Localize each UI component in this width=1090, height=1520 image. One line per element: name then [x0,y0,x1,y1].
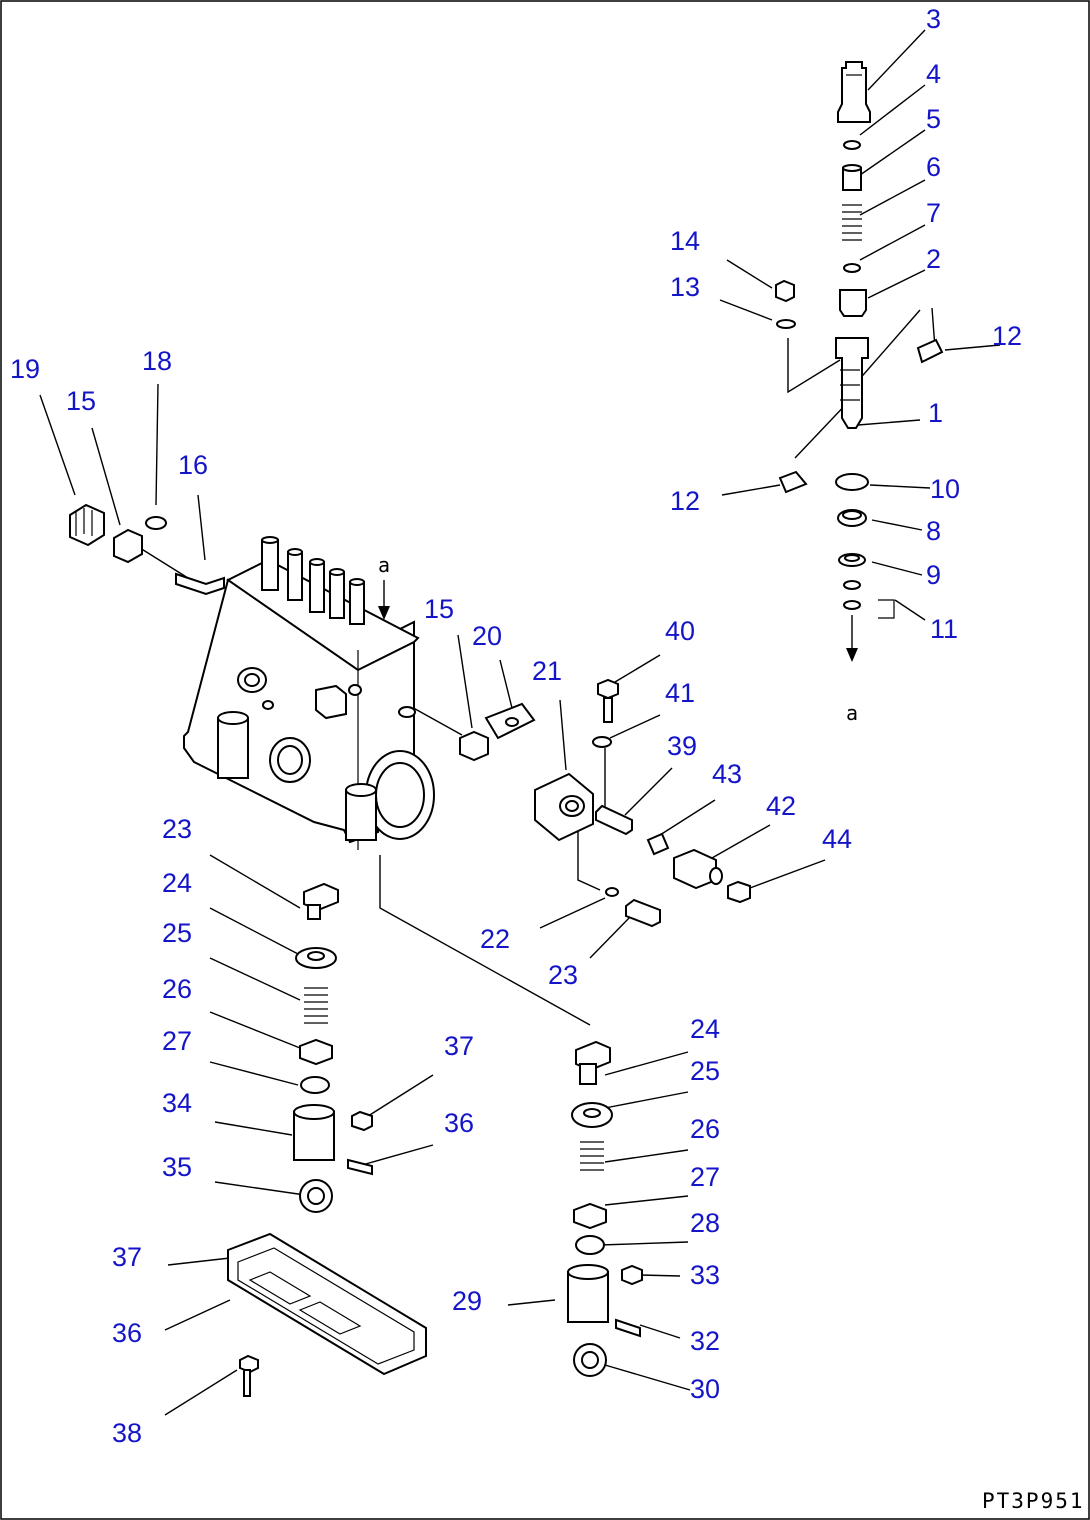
callout-31: 33 [690,1260,720,1290]
callout-18: 19 [10,354,40,384]
callout-26-right: 27 [690,1162,720,1192]
callout-22: 23 [548,960,578,990]
arrow-marker-top: a [378,553,392,577]
callout-9: 9 [926,560,941,590]
callout-14: 14 [670,226,700,256]
callout-27-left: 27 [162,1026,192,1056]
callout-40: 40 [665,616,695,646]
callout-13: 13 [670,272,700,302]
callout-26-left: 26 [162,974,192,1004]
callout-29: 30 [690,1374,720,1404]
callout-17: 18 [142,346,172,376]
callout-15-mid: 15 [424,594,454,624]
callout-25-left: 25 [162,918,192,948]
callout-41: 41 [665,678,695,708]
callout-6: 6 [926,152,941,182]
callout-35: 37 [444,1031,474,1061]
callout-23-left: 23 [162,814,192,844]
callout-24-right: 25 [690,1056,720,1086]
callout-37: 37 [112,1242,142,1272]
callout-21: 22 [480,924,510,954]
callout-28: 29 [452,1286,482,1316]
callout-38: 38 [112,1418,142,1448]
callout-4: 4 [926,59,941,89]
callout-34: 36 [444,1108,474,1138]
callout-33: 35 [162,1152,192,1182]
bottom-cover [227,1232,427,1397]
callout-32: 34 [162,1088,192,1118]
callout-25-right: 26 [690,1114,720,1144]
callout-23-right: 24 [690,1014,720,1044]
callout-43: 43 [712,759,742,789]
callout-5: 5 [926,104,941,134]
leader-lines [39,29,1001,1416]
callout-27-right: 28 [690,1208,720,1238]
callout-labels: 3 4 5 6 7 2 12 1 10 8 9 11 12 14 13 19 1… [10,4,1022,1448]
callout-12-right: 12 [992,321,1022,351]
drawing-code: PT3P951 [982,1489,1085,1513]
callout-2: 2 [926,244,941,274]
callout-11: 11 [930,614,958,644]
callout-44: 44 [822,824,852,854]
tappet-stack-left [293,882,373,1213]
callout-30: 32 [690,1326,720,1356]
callout-36: 36 [112,1318,142,1348]
governor-parts [398,678,751,928]
feed-pump-parts [69,503,225,596]
callout-7: 7 [926,198,941,228]
arrow-marker-side: a [846,701,860,725]
callout-10: 10 [930,474,960,504]
callout-12-left: 12 [670,486,700,516]
pump-housing [183,536,435,850]
callout-20: 21 [532,656,562,686]
callout-39: 39 [667,731,697,761]
tappet-stack-right [567,1040,643,1377]
callout-16: 16 [178,450,208,480]
callout-3: 3 [926,4,941,34]
callout-24-left: 24 [162,868,192,898]
callout-8: 8 [926,516,941,546]
callout-42: 42 [766,791,796,821]
delivery-valve-stack [775,61,944,662]
callout-1: 1 [928,398,943,428]
callout-19: 20 [472,621,502,651]
callout-15-left: 15 [66,386,96,416]
